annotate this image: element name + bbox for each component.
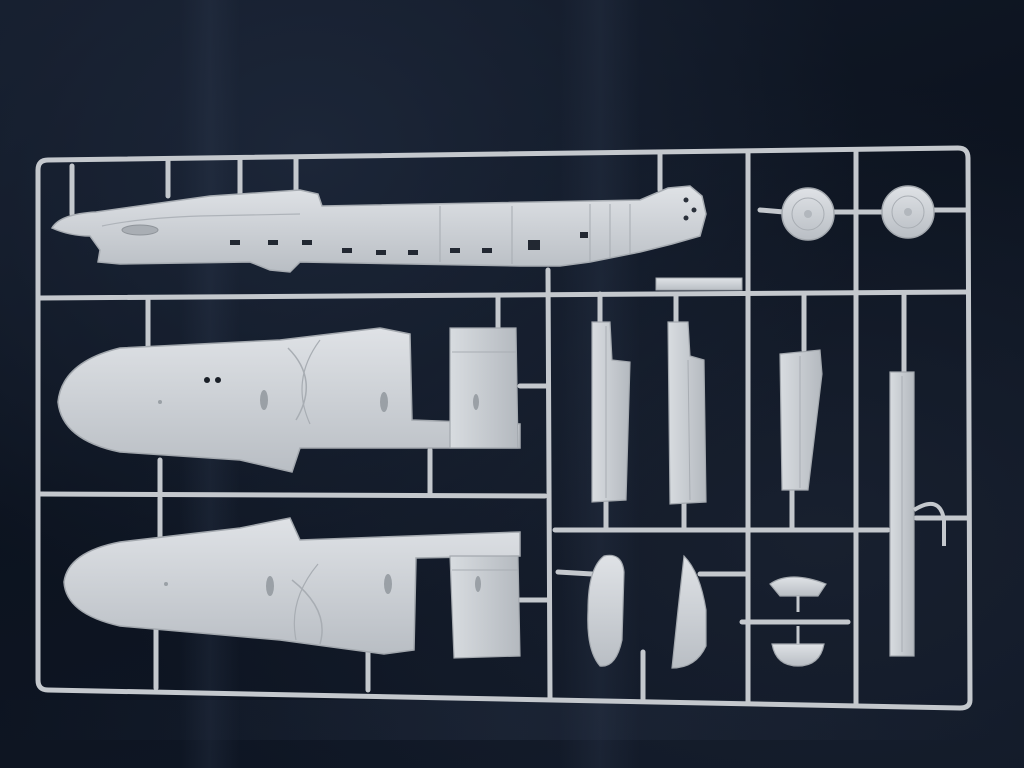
frame-outline [35, 145, 973, 711]
tailplane-part [587, 554, 625, 667]
tailplane-part [671, 554, 707, 669]
tail-fin-part [779, 349, 823, 491]
small-part [655, 277, 743, 291]
runner [545, 267, 553, 701]
runner [37, 491, 548, 499]
runner [757, 207, 787, 215]
fuselage-half [50, 185, 707, 273]
flap-part [667, 321, 707, 505]
wheel [781, 187, 835, 241]
small-round-part [769, 576, 827, 612]
runner [37, 289, 971, 301]
fuselage-body [50, 185, 707, 273]
runner [555, 569, 595, 577]
flap-part [591, 321, 631, 503]
small-round-part [771, 626, 825, 667]
long-strip-part [889, 371, 946, 657]
wheel [881, 185, 935, 239]
wing-lower [63, 517, 521, 659]
wing-upper [57, 327, 521, 473]
